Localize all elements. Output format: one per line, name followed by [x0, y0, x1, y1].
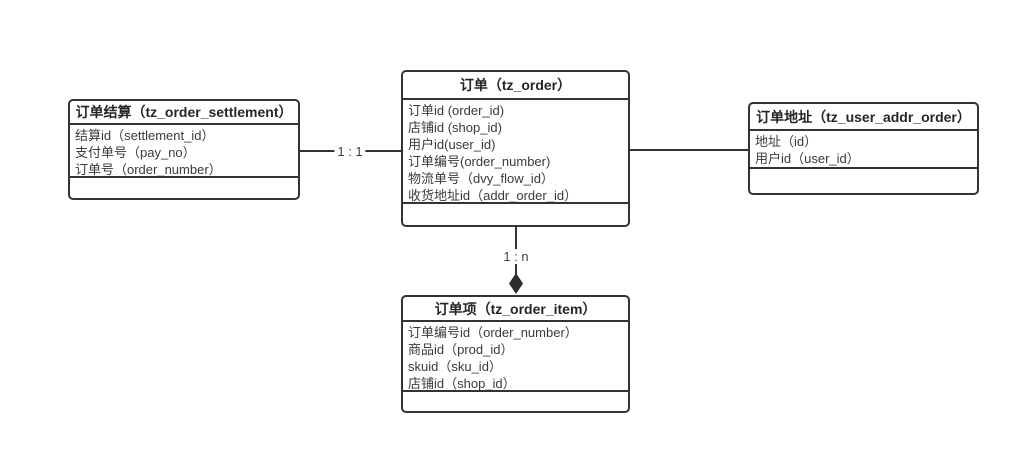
entity-footer-empty: [70, 178, 298, 198]
entity-fields: 订单编号id（order_number） 商品id（prod_id） skuid…: [403, 322, 628, 392]
entity-order-item[interactable]: 订单项（tz_order_item） 订单编号id（order_number） …: [401, 295, 630, 413]
entity-field: skuid（sku_id）: [408, 359, 502, 374]
entity-title: 订单结算（tz_order_settlement）: [70, 101, 298, 125]
entity-order[interactable]: 订单（tz_order） 订单id (order_id) 店铺id (shop_…: [401, 70, 630, 227]
entity-title: 订单项（tz_order_item）: [403, 297, 628, 322]
entity-field: 订单编号id（order_number）: [408, 325, 578, 340]
entity-field: 物流单号（dvy_flow_id）: [408, 171, 554, 186]
entity-field: 收货地址id（addr_order_id）: [408, 188, 578, 203]
entity-field: 订单编号(order_number): [408, 154, 551, 169]
entity-field: 商品id（prod_id）: [408, 342, 514, 357]
entity-field: 店铺id（shop_id）: [408, 376, 516, 391]
entity-field: 结算id（settlement_id）: [75, 128, 215, 143]
entity-field: 店铺id (shop_id): [408, 120, 502, 135]
entity-field: 用户id（user_id）: [755, 151, 860, 166]
connector-order-addr[interactable]: [630, 149, 748, 151]
entity-footer-empty: [403, 392, 628, 411]
entity-field: 订单号（order_number）: [75, 162, 222, 177]
entity-field: 订单id (order_id): [408, 103, 505, 118]
entity-fields: 订单id (order_id) 店铺id (shop_id) 用户id(user…: [403, 100, 628, 204]
entity-user-addr-order[interactable]: 订单地址（tz_user_addr_order） 地址（id） 用户id（use…: [748, 102, 979, 195]
entity-footer-empty: [403, 204, 628, 225]
entity-fields: 地址（id） 用户id（user_id）: [750, 131, 977, 169]
relationship-label-1-n: 1 : n: [500, 249, 532, 264]
entity-title: 订单地址（tz_user_addr_order）: [750, 104, 977, 131]
entity-title: 订单（tz_order）: [403, 72, 628, 100]
relationship-label-1-1: 1 : 1: [334, 144, 366, 159]
composition-diamond-arrowhead: [509, 273, 523, 294]
entity-field: 地址（id）: [755, 134, 818, 149]
entity-footer-empty: [750, 169, 977, 193]
entity-field: 用户id(user_id): [408, 137, 496, 152]
entity-field: 支付单号（pay_no）: [75, 145, 196, 160]
entity-order-settlement[interactable]: 订单结算（tz_order_settlement） 结算id（settlemen…: [68, 99, 300, 200]
entity-fields: 结算id（settlement_id） 支付单号（pay_no） 订单号（ord…: [70, 125, 298, 178]
